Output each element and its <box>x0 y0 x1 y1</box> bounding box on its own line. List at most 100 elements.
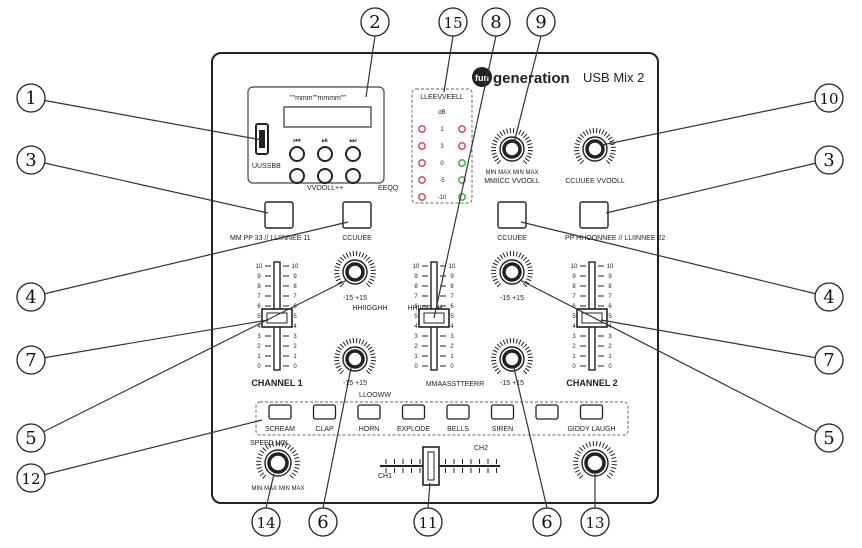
callout-7l-number: 7 <box>25 350 36 371</box>
callout-4r: 4 <box>815 283 843 311</box>
callout-7r: 7 <box>815 346 843 374</box>
callout-7r-number: 7 <box>823 350 834 371</box>
crossfader-knob-grip <box>428 452 434 480</box>
effect-label-3: HORN <box>359 426 380 433</box>
effects-volume-knob-cap[interactable] <box>586 454 604 472</box>
speed-scale: MIN MAX MIN MAX <box>251 486 304 492</box>
ch2-low-eq-knob-cap[interactable] <box>504 351 520 367</box>
channel1-fader-tick-label: 10 <box>292 264 299 270</box>
channel2-label: CHANNEL 2 <box>566 378 617 388</box>
prev-track-button[interactable] <box>290 147 304 161</box>
cue-volume-label: CCUUEE VVOOLL <box>565 178 625 185</box>
level-tick-label: -10 <box>438 195 447 201</box>
level-meter-title: LLEEVVEELL <box>420 94 464 101</box>
callout-5r-number: 5 <box>823 428 834 449</box>
effect-button-7[interactable] <box>536 405 558 419</box>
effect-button-3[interactable] <box>358 405 380 419</box>
callout-7l: 7 <box>17 346 45 374</box>
callout-6l: 6 <box>309 508 337 536</box>
callout-9-number: 9 <box>535 12 546 33</box>
callout-12-number: 12 <box>21 470 40 488</box>
usb-port-slot <box>259 130 265 148</box>
next-track-icon: ⏭ <box>349 136 356 145</box>
led-left <box>419 194 425 200</box>
volume-up-button[interactable] <box>318 169 332 183</box>
ch2-low-range: -15 +15 <box>500 380 524 387</box>
callout-10: 10 <box>815 84 843 112</box>
ch1-low-eq-knob-cap[interactable] <box>347 351 363 367</box>
callout-9: 9 <box>527 8 555 36</box>
level-tick-label: dB <box>438 110 445 116</box>
callout-14: 14 <box>252 508 280 536</box>
brand-model: USB Mix 2 <box>583 70 644 85</box>
callout-3l: 3 <box>17 146 45 174</box>
callout-1-number: 1 <box>25 88 36 109</box>
master-fader-tick-label: 10 <box>413 264 420 270</box>
led-left <box>419 126 425 132</box>
crossfader-right-label: CH2 <box>474 445 488 452</box>
play-pause-button[interactable] <box>318 147 332 161</box>
volume-down-button[interactable] <box>290 169 304 183</box>
next-track-button[interactable] <box>346 147 360 161</box>
callout-5l: 5 <box>17 424 45 452</box>
player-display <box>284 107 371 127</box>
mic-volume-knob-cap[interactable] <box>504 141 520 157</box>
crossfader-left-label: CH1 <box>378 473 392 480</box>
callout-3r-number: 3 <box>823 150 834 171</box>
ch1-high-eq-knob-cap[interactable] <box>347 264 363 280</box>
callout-3l-number: 3 <box>25 150 36 171</box>
eq-button[interactable] <box>346 169 360 183</box>
callout-6r: 6 <box>533 508 561 536</box>
led-left <box>419 160 425 166</box>
callout-5r: 5 <box>815 424 843 452</box>
effect-button-8[interactable] <box>581 405 603 419</box>
cue-volume-knob-cap[interactable] <box>587 141 603 157</box>
cue-right-label: CCUUEE <box>497 235 527 242</box>
channel2-fader-tick-label: 10 <box>607 264 614 270</box>
effect-button-5[interactable] <box>447 405 469 419</box>
callout-15: 15 <box>439 8 467 36</box>
effect-label-4: EXPLODE <box>397 426 430 433</box>
callout-4r-number: 4 <box>823 287 834 308</box>
led-right <box>459 143 465 149</box>
level-tick-label: -5 <box>439 178 445 184</box>
master-label: MMAASSTTEERR <box>426 381 484 388</box>
mp3-line1-button[interactable] <box>265 202 293 228</box>
ch1-low-range: -15 +15 <box>343 380 367 387</box>
volume-label: VVOOLL++ <box>307 185 343 192</box>
callout-3r: 3 <box>815 146 843 174</box>
led-left <box>419 143 425 149</box>
channel1-fader-tick-label: 10 <box>256 264 263 270</box>
effect-button-1[interactable] <box>269 405 291 419</box>
led-right <box>459 126 465 132</box>
cue-right-button[interactable] <box>498 202 526 228</box>
callout-11-number: 11 <box>418 514 437 532</box>
callout-5l-number: 5 <box>25 428 36 449</box>
led-right <box>459 160 465 166</box>
eq-label: EEQQ <box>378 185 399 192</box>
callout-4l: 4 <box>17 283 45 311</box>
mp3-line2-button[interactable] <box>580 202 608 228</box>
master-fader-tick-label: 10 <box>449 264 456 270</box>
led-left <box>419 177 425 183</box>
mic-knob-scale: MIN MAX MIN MAX <box>485 170 538 176</box>
callout-6r-number: 6 <box>541 512 552 533</box>
callout-6l-number: 6 <box>317 512 328 533</box>
effect-button-6[interactable] <box>492 405 514 419</box>
mic-volume-label: MMIICC VVOOLL <box>484 178 540 185</box>
prev-track-icon: ⏮ <box>293 136 300 145</box>
effect-label-5: BELLS <box>447 426 469 433</box>
effect-button-4[interactable] <box>403 405 425 419</box>
cue-left-button[interactable] <box>343 202 371 228</box>
callout-13-number: 13 <box>585 514 604 532</box>
callout-2: 2 <box>361 8 389 36</box>
channel2-fader-tick-label: 10 <box>571 264 578 270</box>
callout-10-number: 10 <box>819 90 838 108</box>
effect-button-2[interactable] <box>314 405 336 419</box>
effect-label-6: SIREN <box>492 426 513 433</box>
callout-11: 11 <box>414 508 442 536</box>
speed-volume-knob-cap[interactable] <box>269 454 287 472</box>
ch2-high-eq-knob-cap[interactable] <box>504 264 520 280</box>
